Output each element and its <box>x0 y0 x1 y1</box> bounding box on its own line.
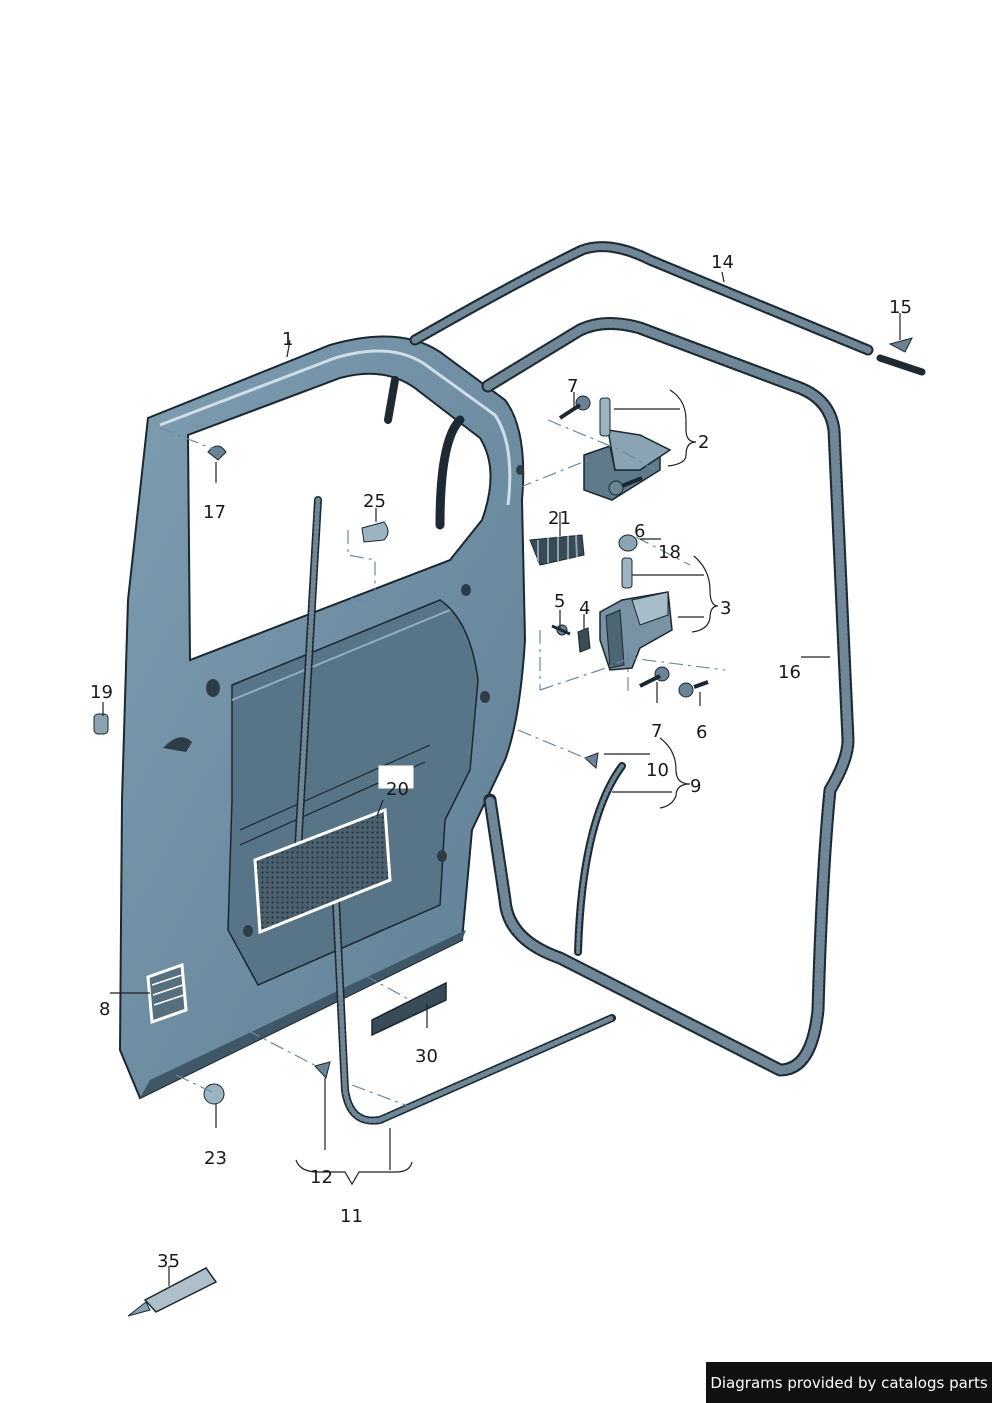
callout-4: 4 <box>579 598 590 619</box>
callout-21: 21 <box>548 508 571 529</box>
callout-15: 15 <box>889 297 912 318</box>
callout-9: 9 <box>690 776 701 797</box>
callout-18: 18 <box>658 542 681 563</box>
callout-17: 17 <box>203 502 226 523</box>
callout-3: 3 <box>720 598 731 619</box>
callout-1: 1 <box>282 329 293 350</box>
callout-11: 11 <box>340 1206 363 1227</box>
upper-hinge <box>558 395 672 501</box>
door-frame-seal <box>481 317 855 1077</box>
clip-12 <box>314 1061 331 1080</box>
upper-door-seal <box>409 241 926 376</box>
credit-banner: Diagrams provided by catalogs parts <box>706 1362 992 1403</box>
callout-20: 20 <box>386 779 409 800</box>
callout-35: 35 <box>157 1251 180 1272</box>
sound-damping-mat <box>253 807 392 935</box>
callout-2: 2 <box>698 432 709 453</box>
rubber-buffer <box>529 534 585 566</box>
adhesive-pad <box>371 981 447 1037</box>
plug-23 <box>203 1083 225 1105</box>
callout-23: 23 <box>204 1148 227 1169</box>
door-shell <box>118 335 527 1100</box>
callout-30: 30 <box>415 1046 438 1067</box>
callout-5: 5 <box>554 591 565 612</box>
callout-7-top: 7 <box>567 376 578 397</box>
lower-hinge <box>551 534 709 698</box>
callout-8: 8 <box>99 999 110 1020</box>
callout-10: 10 <box>646 760 669 781</box>
callout-25: 25 <box>363 491 386 512</box>
plug-25 <box>361 521 389 543</box>
vent-grille <box>146 962 188 1025</box>
callout-6-bottom: 6 <box>696 722 707 743</box>
callout-12: 12 <box>310 1167 333 1188</box>
callout-7-bottom: 7 <box>651 721 662 742</box>
callout-14: 14 <box>711 252 734 273</box>
sealant-tube <box>127 1267 218 1317</box>
callout-19: 19 <box>90 682 113 703</box>
callout-16: 16 <box>778 662 801 683</box>
clip-10 <box>584 752 599 770</box>
callout-6-top: 6 <box>634 521 645 542</box>
clip-15 <box>888 337 913 353</box>
plug-17 <box>207 445 227 461</box>
plug-19 <box>93 713 109 735</box>
